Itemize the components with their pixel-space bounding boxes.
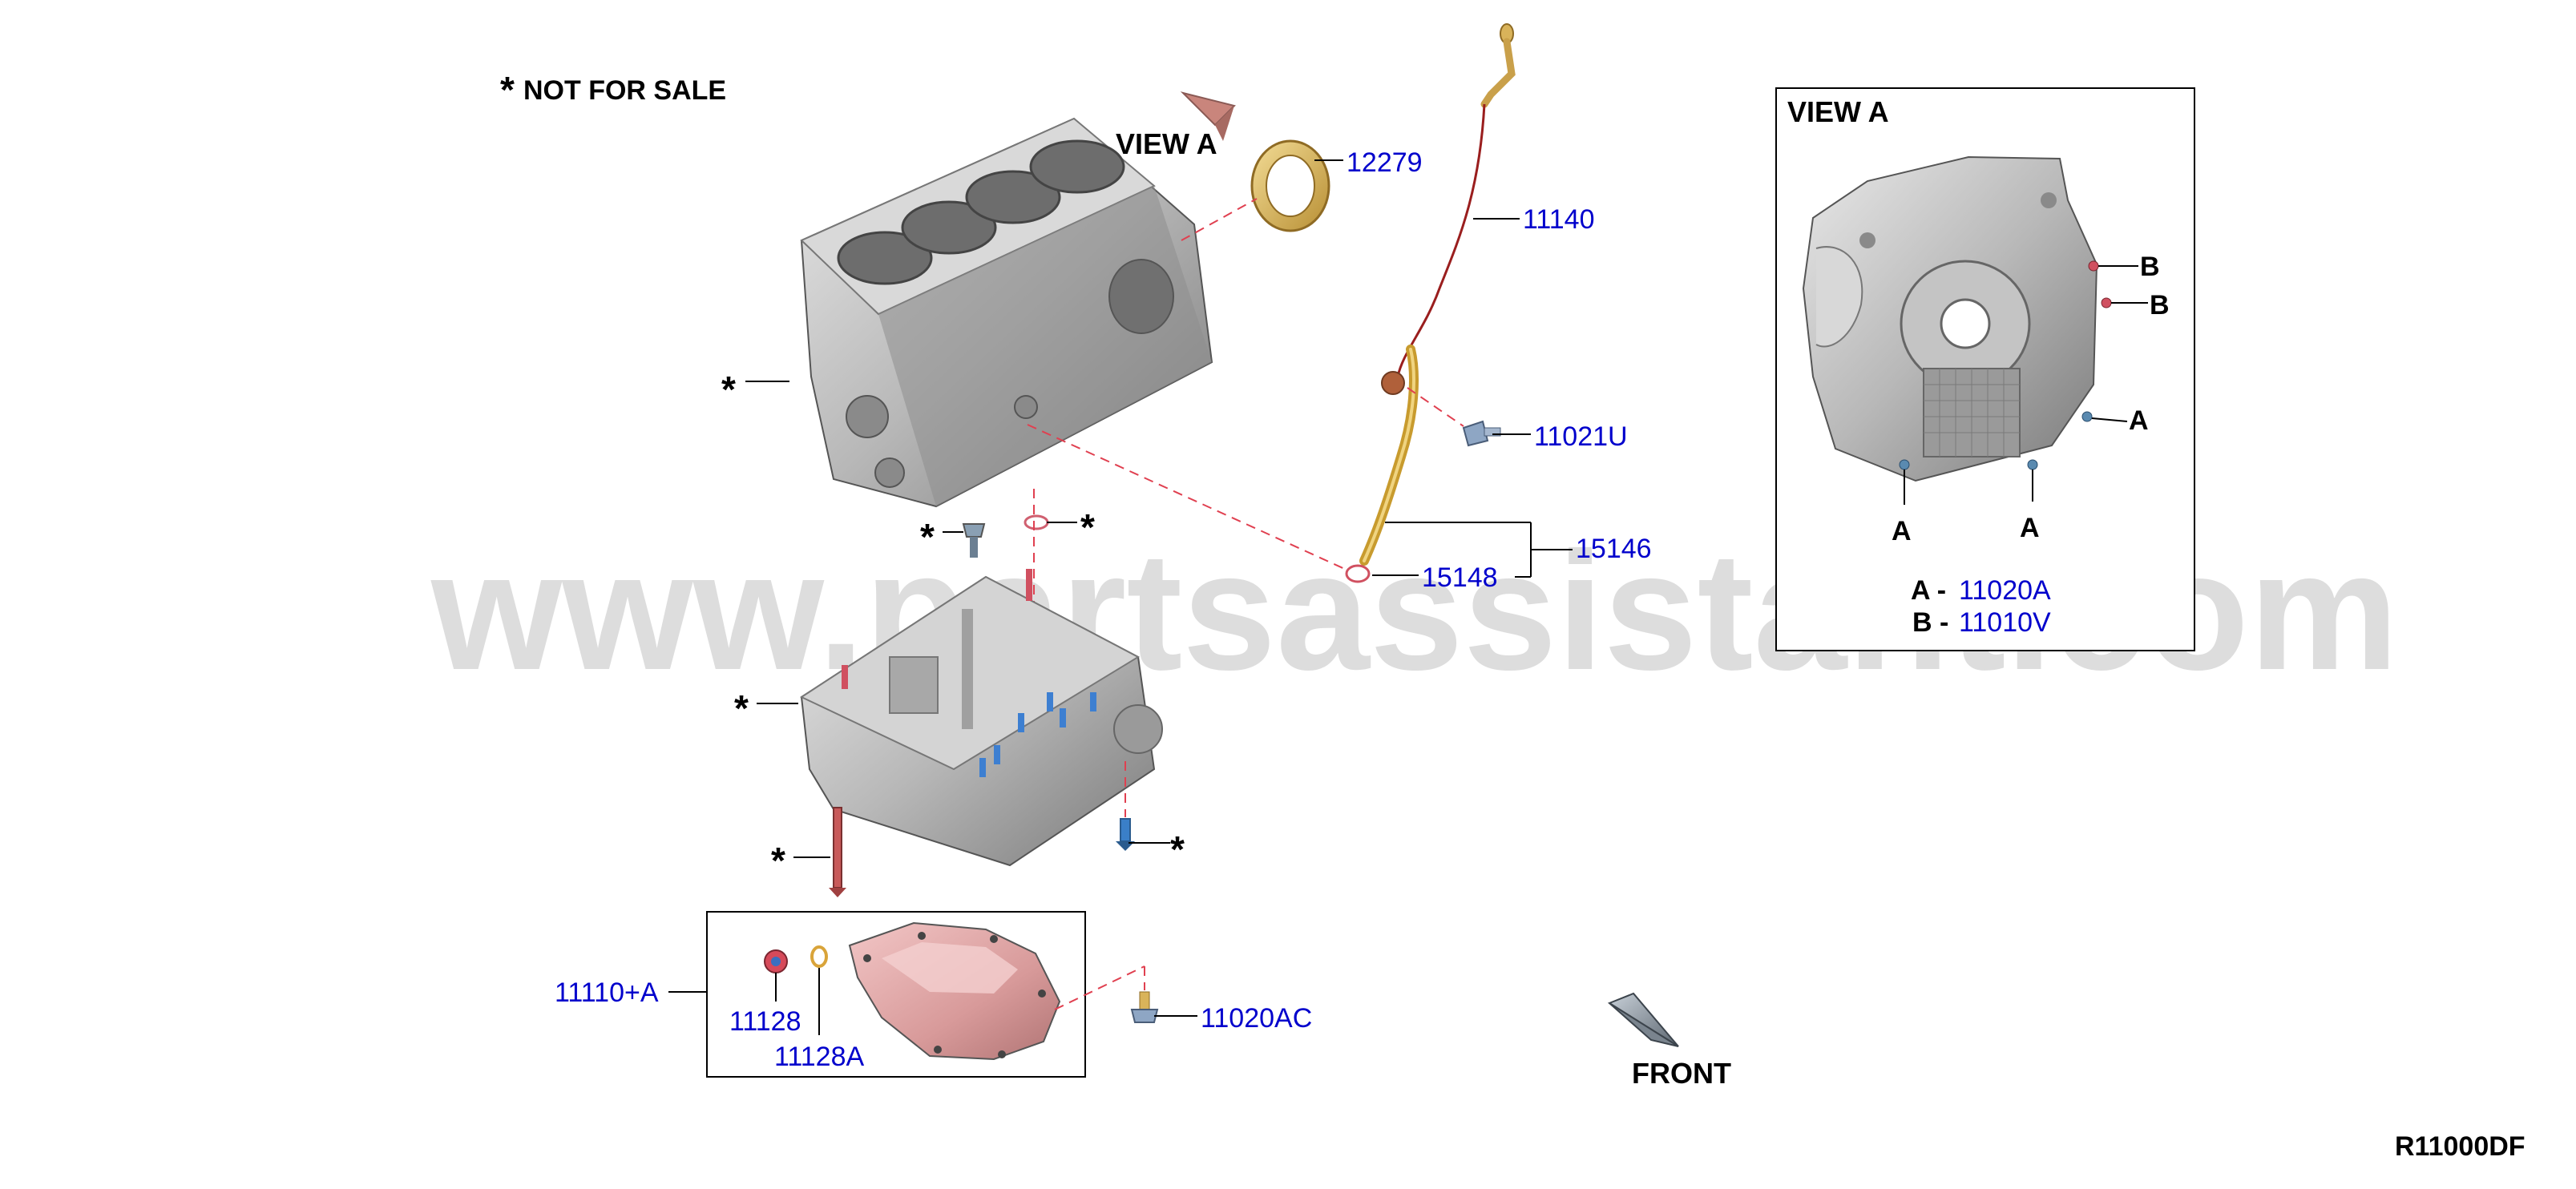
oil-level-dipstick[interactable] [1396, 23, 1516, 377]
long-bolt[interactable] [829, 807, 846, 897]
callout-15148[interactable]: 15148 [1422, 562, 1498, 593]
view-a-label: VIEW A [1116, 127, 1217, 160]
callout-11128A[interactable]: 11128A [774, 1042, 864, 1072]
small-bolt-star: * [920, 516, 935, 558]
diagram-code: R11000DF [2395, 1131, 2526, 1162]
view-a-arrow-icon [1180, 91, 1236, 141]
view-a-block-rear-face[interactable] [1802, 155, 2098, 482]
view-a-marker-b1: B [2140, 252, 2160, 282]
oil-seal[interactable] [1250, 139, 1330, 232]
oil-pan[interactable] [848, 921, 1061, 1061]
legend-a-part[interactable]: 11020A [1959, 575, 2051, 606]
cylinder-block[interactable] [800, 117, 1213, 508]
ring-dowel-star: * [1080, 506, 1095, 548]
not-for-sale-note: NOT FOR SALE [523, 75, 726, 106]
small-bolt[interactable] [962, 523, 986, 558]
legend-a-letter: A - [1911, 575, 1946, 606]
guide-tube-bolt[interactable] [1462, 420, 1501, 447]
callout-11128[interactable]: 11128 [729, 1006, 801, 1037]
front-arrow-icon [1607, 992, 1679, 1047]
block-not-for-sale-star: * [721, 369, 736, 410]
callout-11021U[interactable]: 11021U [1534, 421, 1628, 452]
drain-plug-washer[interactable] [810, 945, 828, 968]
view-a-title: VIEW A [1787, 95, 1889, 128]
legend-b-letter: B - [1912, 607, 1948, 638]
lower-crankcase[interactable] [799, 569, 1163, 867]
view-a-marker-a1: A [2129, 405, 2149, 436]
dipstick-guide-tube[interactable] [1359, 345, 1419, 566]
drain-plug[interactable] [764, 949, 788, 973]
callout-15146[interactable]: 15146 [1576, 534, 1652, 564]
callout-11140[interactable]: 11140 [1523, 204, 1595, 235]
long-bolt-star: * [771, 840, 785, 881]
view-a-marker-a3: A [2020, 513, 2040, 543]
not-for-sale-star: * [500, 69, 515, 111]
lower-crankcase-star: * [734, 687, 749, 729]
oil-pan-bolt[interactable] [1130, 991, 1159, 1023]
front-label: FRONT [1632, 1057, 1731, 1090]
blue-bolt-star: * [1170, 828, 1185, 870]
callout-12279[interactable]: 12279 [1347, 147, 1423, 178]
view-a-marker-b2: B [2150, 290, 2170, 320]
guide-o-ring[interactable] [1345, 564, 1371, 583]
legend-b-part[interactable]: 11010V [1959, 607, 2051, 638]
view-a-marker-a2: A [1892, 516, 1912, 546]
callout-11110-A[interactable]: 11110+A [555, 977, 659, 1008]
callout-11020AC[interactable]: 11020AC [1201, 1003, 1312, 1034]
